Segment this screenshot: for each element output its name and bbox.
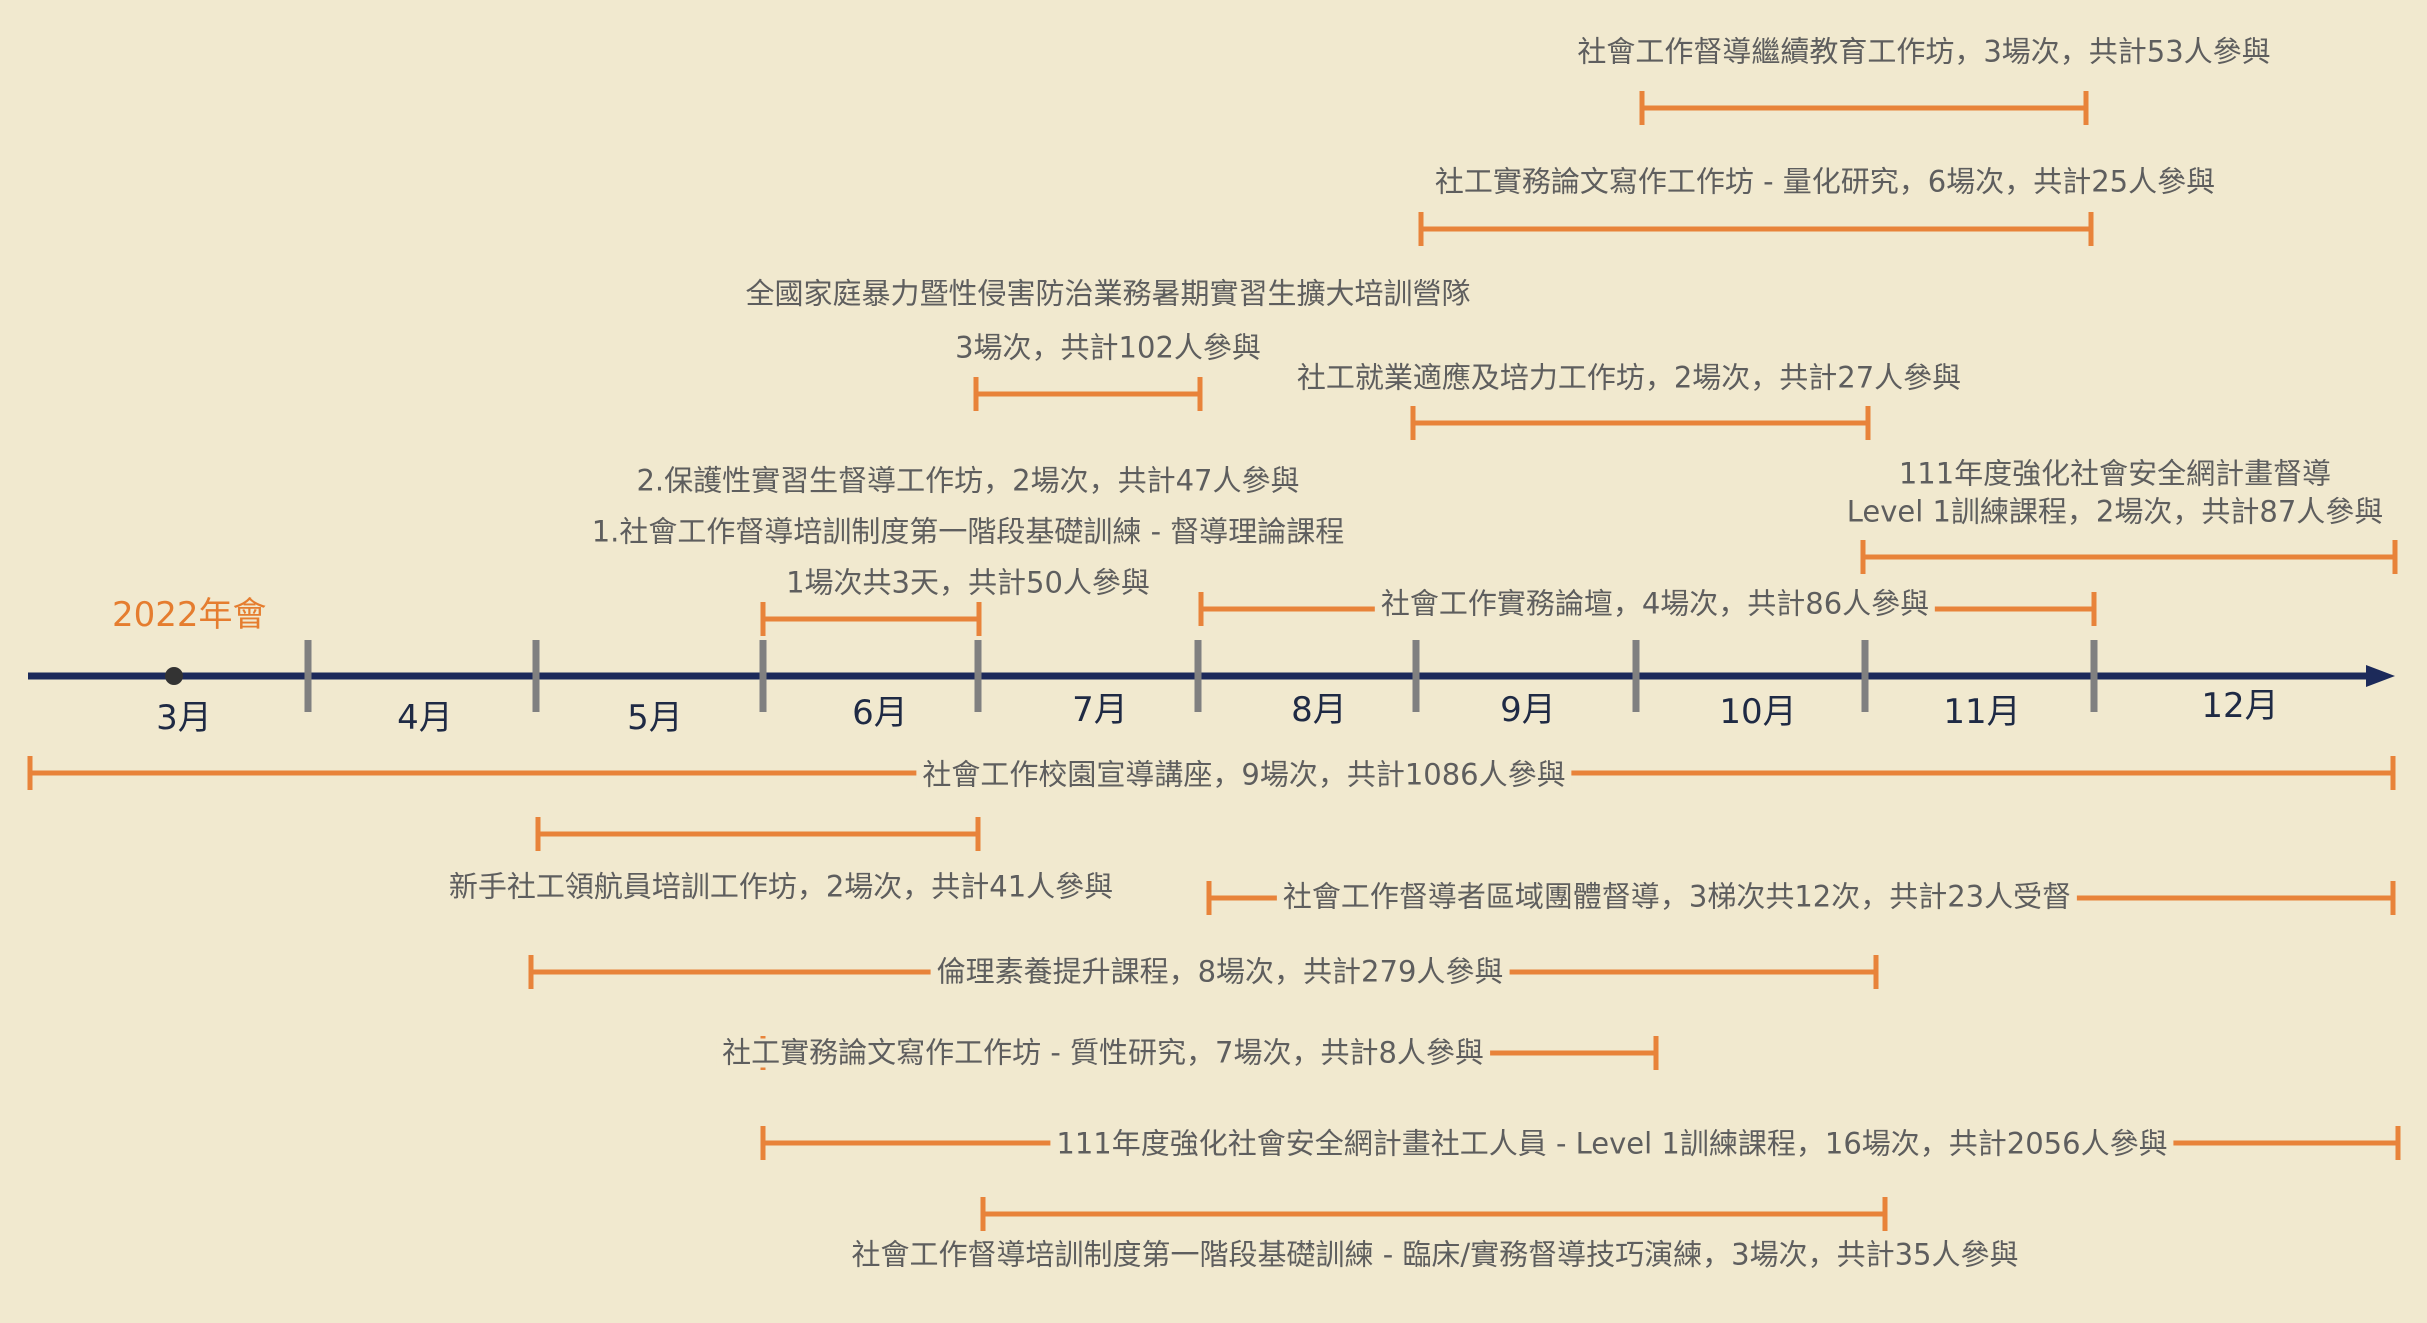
event-label: 3場次，共計102人參與 xyxy=(955,330,1261,365)
event-label: 社工實務論文寫作工作坊 - 質性研究，7場次，共計8人參與 xyxy=(716,1038,1490,1068)
month-label: 10月 xyxy=(1719,692,1797,732)
month-label: 11月 xyxy=(1943,692,2021,732)
event-label: 社會工作實務論壇，4場次，共計86人參與 xyxy=(1374,589,1936,619)
event-label: 新手社工領航員培訓工作坊，2場次，共計41人參與 xyxy=(448,869,1114,904)
month-label: 7月 xyxy=(1072,690,1128,730)
month-label: 4月 xyxy=(397,698,453,738)
event-label: 1場次共3天，共計50人參與 xyxy=(786,565,1150,600)
event-label: 1.社會工作督導培訓制度第一階段基礎訓練 - 督導理論課程 xyxy=(591,514,1345,549)
event-label: 社會工作督導培訓制度第一階段基礎訓練 - 臨床/實務督導技巧演練，3場次，共計3… xyxy=(851,1237,2019,1272)
event-label: 2.保護性實習生督導工作坊，2場次，共計47人參與 xyxy=(636,463,1300,498)
event-label: 111年度強化社會安全網計畫督導 xyxy=(1898,456,2332,491)
month-label: 6月 xyxy=(852,693,908,733)
timeline-start-dot xyxy=(165,667,183,685)
month-label: 12月 xyxy=(2201,686,2279,726)
event-label: 111年度強化社會安全網計畫社工人員 - Level 1訓練課程，16場次，共計… xyxy=(1050,1129,2174,1159)
event-label: 社會工作督導繼續教育工作坊，3場次，共計53人參與 xyxy=(1577,34,2271,69)
event-label: 社會工作校園宣導講座，9場次，共計1086人參與 xyxy=(916,760,1572,790)
month-label: 3月 xyxy=(156,698,212,738)
event-label: 社工就業適應及培力工作坊，2場次，共計27人參與 xyxy=(1296,360,1962,395)
event-label: Level 1訓練課程，2場次，共計87人參與 xyxy=(1846,494,2384,529)
month-label: 5月 xyxy=(627,698,683,738)
year-label: 2022年會 xyxy=(112,595,267,635)
event-label: 全國家庭暴力暨性侵害防治業務暑期實習生擴大培訓營隊 xyxy=(745,276,1471,311)
timeline-arrowhead xyxy=(2366,665,2395,687)
event-label: 社工實務論文寫作工作坊 - 量化研究，6場次，共計25人參與 xyxy=(1434,164,2216,199)
event-label: 倫理素養提升課程，8場次，共計279人參與 xyxy=(930,957,1510,987)
event-label: 社會工作督導者區域團體督導，3梯次共12次，共計23人受督 xyxy=(1276,882,2078,912)
month-label: 9月 xyxy=(1500,690,1556,730)
month-label: 8月 xyxy=(1291,690,1347,730)
